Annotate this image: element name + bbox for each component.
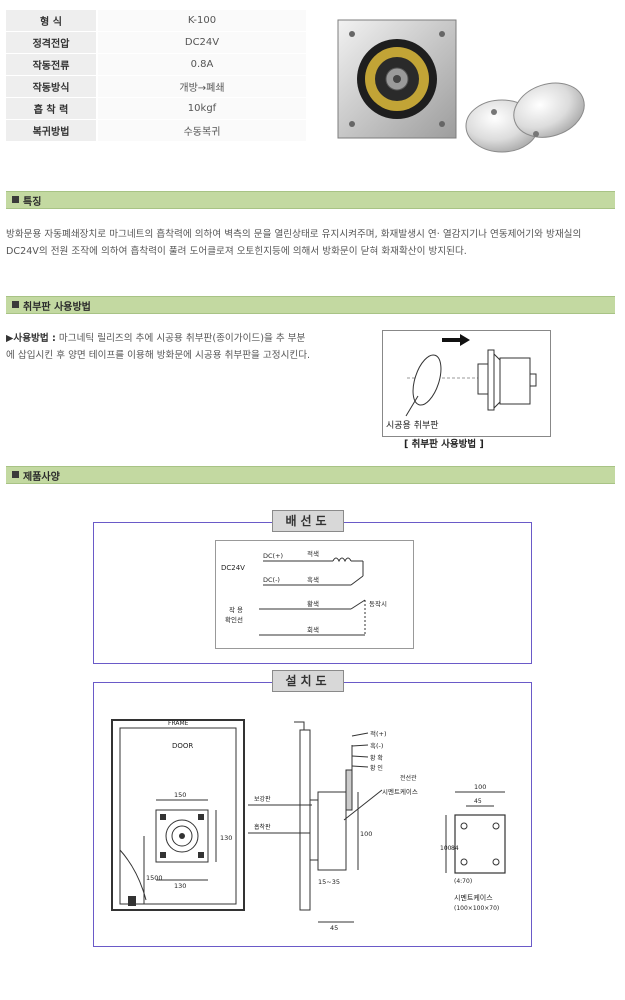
- dim-130: 130: [174, 882, 186, 890]
- case-dim-100: 100: [474, 783, 486, 791]
- install-diagram: FRAME DOOR 150 130 130 1500 보강판 흡착판 적(+)…: [111, 719, 506, 932]
- case-dim-100-vertical: 100: [440, 845, 452, 852]
- spec-label: 흡 착 력: [6, 97, 97, 120]
- spec-value: 0.8A: [96, 53, 306, 76]
- spec-value: 수동복귀: [96, 119, 306, 142]
- spec-label: 작동방식: [6, 75, 97, 98]
- dim-150: 150: [174, 791, 186, 799]
- section-title: 취부판 사용방법: [23, 302, 91, 313]
- install-title: 설치도: [272, 670, 344, 692]
- wire-yellow: 황 확: [370, 754, 383, 762]
- conduit-label: 전선관: [400, 774, 417, 782]
- dim-15-35: 15~35: [318, 878, 340, 886]
- wire-red: 적(+): [370, 730, 387, 738]
- bullet-square: [12, 471, 19, 478]
- figure-caption: [ 취부판 사용방법 ]: [404, 438, 484, 450]
- confirm-label-1: 작 용: [229, 605, 243, 614]
- spec-label: 형 식: [6, 10, 97, 32]
- features-text: 방화문용 자동폐쇄장치로 마그네트의 흡착력에 의하여 벽측의 문을 열린상태로…: [6, 229, 582, 257]
- dim-1500: 1500: [146, 874, 163, 882]
- black-wire: 흑색: [307, 575, 319, 584]
- usage-figure: 시공용 취부판 [ 취부판 사용방법 ]: [382, 330, 551, 450]
- dim-130-vertical: 130: [220, 834, 232, 842]
- product-photo: [337, 19, 585, 153]
- wire-white: 황 인: [370, 764, 383, 772]
- usage-body: 마그네틱 릴리즈의 추에 시공용 취부판(종이가이드)을 추 부분에 삽입시킨 …: [6, 333, 311, 361]
- case-dim-45: 45: [474, 798, 482, 805]
- spec-label: 작동전류: [6, 53, 97, 76]
- white-wire: 회색: [307, 625, 319, 634]
- bullet-square: [12, 196, 19, 203]
- section-features-bar: 특징: [6, 191, 615, 209]
- spec-label: 정격전압: [6, 31, 97, 54]
- yellow-wire: 황색: [307, 599, 319, 608]
- spec-value: DC24V: [96, 31, 306, 54]
- section-title: 제품사양: [23, 472, 60, 483]
- red-wire: 적색: [307, 549, 319, 558]
- dim-100: 100: [360, 830, 372, 838]
- case-dim-84: 84: [451, 845, 459, 852]
- spec-value: K-100: [96, 10, 306, 32]
- dc-minus: DC(-): [263, 576, 280, 584]
- section-usage-bar: 취부판 사용방법: [6, 296, 615, 314]
- spec-label: 복귀방법: [6, 119, 97, 142]
- spec-value: 개방→폐쇄: [96, 75, 306, 98]
- usage-lead: ▶사용방법 :: [6, 333, 56, 344]
- wiring-diagram: DC24V DC(+) 적색 DC(-) 흑색 작 용 확인선 황색 동작시 회…: [215, 540, 414, 649]
- wire-black: 흑(-): [370, 741, 383, 750]
- spec-value: 10kgf: [96, 97, 306, 120]
- plate-label: 보강판: [254, 795, 271, 803]
- door-label: DOOR: [172, 742, 193, 750]
- wiring-title: 배선도: [272, 510, 344, 532]
- suction-label: 흡착판: [254, 823, 271, 831]
- usage-text: ▶사용방법 : 마그네틱 릴리즈의 추에 시공용 취부판(종이가이드)을 추 부…: [6, 330, 311, 364]
- case-depth: (4:70): [454, 878, 472, 885]
- section-spec-bar: 제품사양: [6, 466, 615, 484]
- dc-plus: DC(+): [263, 552, 283, 560]
- section-title: 특징: [23, 197, 42, 208]
- dc-label: DC24V: [221, 564, 245, 572]
- figure-label: 시공용 취부판: [386, 420, 439, 431]
- operate-label: 동작시: [369, 599, 387, 608]
- frame-label: FRAME: [168, 720, 189, 727]
- confirm-label-2: 확인선: [225, 615, 243, 624]
- case-name: 시멘트케이스: [454, 893, 493, 902]
- dim-45: 45: [330, 924, 338, 932]
- cement-label: 시멘트케이스: [382, 787, 418, 796]
- bullet-square: [12, 301, 19, 308]
- case-size: (100×100×70): [454, 905, 499, 912]
